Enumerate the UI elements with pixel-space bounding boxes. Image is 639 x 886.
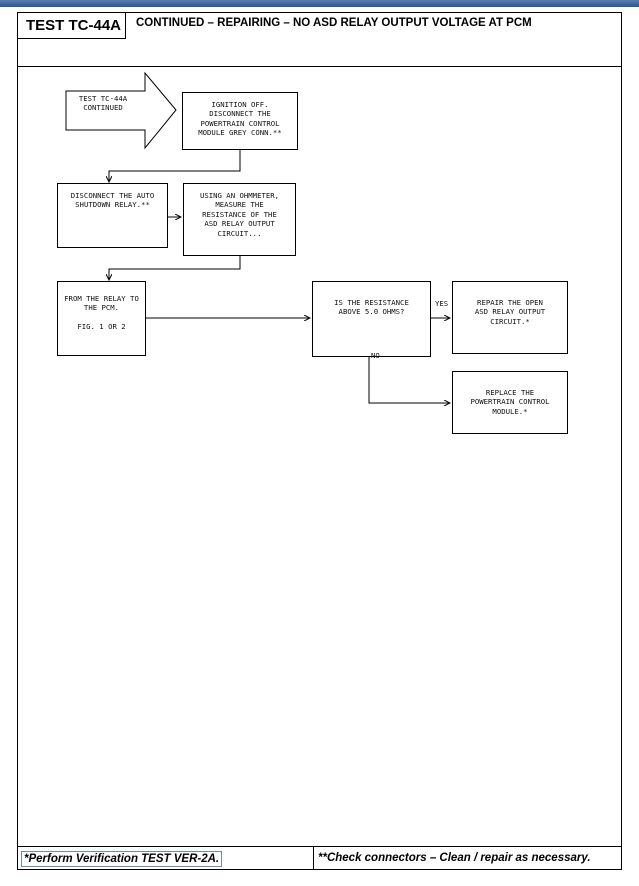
start-label: TEST TC-44A CONTINUED [78, 94, 128, 113]
action-replace-pcm: REPLACE THE POWERTRAIN CONTROL MODULE.* [452, 371, 568, 434]
footer-connector-note: **Check connectors – Clean / repair as n… [318, 852, 591, 864]
flowchart: TEST TC-44A CONTINUED IGNITION OFF. DISC… [18, 66, 621, 846]
page-frame: TEST TC-44A CONTINUED – REPAIRING – NO A… [17, 12, 622, 870]
footer: *Perform Verification TEST VER-2A. **Che… [18, 846, 621, 870]
test-id: TEST TC-44A [18, 13, 126, 39]
connector-no [368, 357, 450, 403]
footer-verification-note: *Perform Verification TEST VER-2A. [21, 851, 223, 867]
action-repair-circuit: REPAIR THE OPEN ASD RELAY OUTPUT CIRCUIT… [452, 281, 568, 354]
yes-label: YES [435, 299, 449, 308]
page-title: CONTINUED – REPAIRING – NO ASD RELAY OUT… [136, 17, 532, 29]
no-label: NO [371, 351, 380, 360]
connector-1 [109, 150, 241, 182]
flow-connectors [65, 71, 621, 846]
start-arrow-shape [65, 71, 177, 150]
top-bar [0, 0, 639, 7]
step-measure-resistance: USING AN OHMMETER, MEASURE THE RESISTANC… [183, 183, 296, 256]
footer-divider [313, 847, 314, 870]
start-arrow: TEST TC-44A CONTINUED [66, 91, 146, 131]
step-relay-to-pcm: FROM THE RELAY TO THE PCM. FIG. 1 OR 2 [57, 281, 146, 356]
decision-resistance: IS THE RESISTANCE ABOVE 5.0 OHMS? [312, 281, 431, 357]
step-ignition-off: IGNITION OFF. DISCONNECT THE POWERTRAIN … [182, 92, 298, 150]
header: TEST TC-44A CONTINUED – REPAIRING – NO A… [18, 13, 621, 67]
step-disconnect-relay: DISCONNECT THE AUTO SHUTDOWN RELAY.** [57, 183, 168, 248]
connector-3 [109, 256, 241, 280]
